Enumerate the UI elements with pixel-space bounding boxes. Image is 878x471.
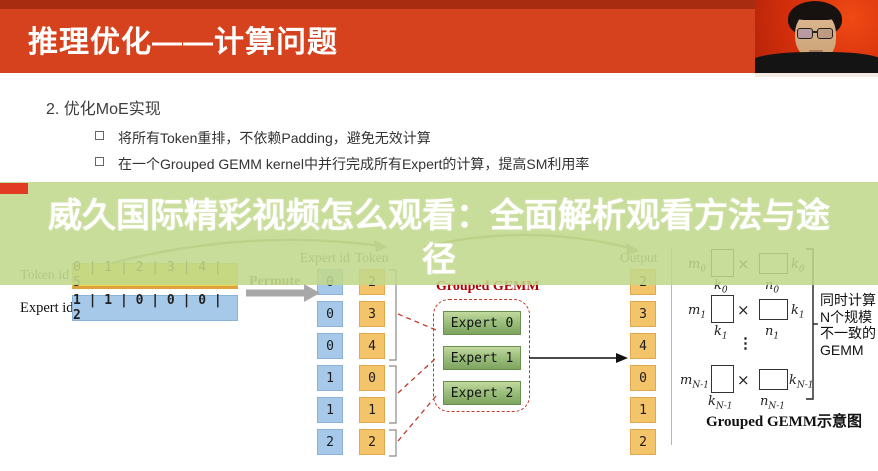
- dashed-connector: [397, 357, 437, 394]
- presenter-fringe: [793, 7, 838, 20]
- bullet-text: 在一个Grouped GEMM kernel中并行完成所有Expert的计算，提…: [118, 156, 590, 172]
- token-col-cell: 3: [359, 301, 385, 327]
- output-cell: 2: [630, 429, 656, 455]
- expert-col-cell: 2: [317, 429, 343, 455]
- gemm-caption: Grouped GEMM示意图: [706, 414, 862, 430]
- expert-id-row-label: Expert id: [20, 300, 74, 316]
- webcam-bottom-strip: [755, 73, 878, 77]
- vertical-ellipsis: ⋮: [738, 335, 753, 352]
- expert-col-cell: 1: [317, 397, 343, 423]
- matrix-b-box: [759, 299, 788, 320]
- output-cell: 4: [630, 333, 656, 359]
- expert-id-row: 1 | 1 | 0 | 0 | 0 | 2: [72, 293, 238, 323]
- token-col-cell: 1: [359, 397, 385, 423]
- slide-title-bar: 推理优化——计算问题: [0, 0, 878, 73]
- dashed-connector: [397, 313, 437, 331]
- vertical-divider: [671, 247, 672, 445]
- token-col-cell: 0: [359, 365, 385, 391]
- matrix-a-box: [711, 295, 734, 323]
- bullet-square-icon: [95, 131, 104, 140]
- matrix-b-box: [759, 369, 788, 390]
- multiply-icon: ×: [737, 371, 750, 389]
- group-bracket-expert2: [389, 429, 397, 457]
- output-arrow-head: [616, 353, 628, 363]
- matrix-n-under-label: n1: [765, 324, 780, 342]
- presenter-shirt: [755, 52, 878, 73]
- matrix-a-box: [711, 365, 734, 393]
- webcam-video: [755, 0, 878, 73]
- matrix-n-under-label: nN-1: [760, 394, 786, 412]
- matrix-k-under-label: k1: [714, 324, 728, 342]
- grouped-gemm-dashed-container: [433, 299, 530, 412]
- overlay-red-fragment: [0, 183, 28, 194]
- gemm-note: 同时计算 N个规模 不一致的 GEMM: [820, 292, 876, 358]
- output-cell: 3: [630, 301, 656, 327]
- bullet-square-icon: [95, 157, 104, 166]
- expert-col-cell: 0: [317, 301, 343, 327]
- matrix-n-under-label: n0: [765, 278, 780, 296]
- output-cell: 0: [630, 365, 656, 391]
- matrix-k-under-label: kN-1: [708, 394, 733, 412]
- overlay-text-line2: 径: [422, 241, 456, 279]
- multiply-icon: ×: [737, 301, 750, 319]
- matrix-k-label: k1: [791, 303, 805, 321]
- expert-col-cell: 0: [317, 333, 343, 359]
- matrix-k-under-label: k0: [714, 278, 728, 296]
- expert-0-box: Expert 0: [443, 311, 521, 335]
- token-col-cell: 4: [359, 333, 385, 359]
- section-title: 2. 优化MoE实现: [46, 101, 161, 118]
- title-bar-top-stripe: [0, 0, 878, 9]
- bullet-text: 将所有Token重排，不依赖Padding，避免无效计算: [118, 130, 431, 146]
- presenter-mouth: [809, 50, 823, 53]
- slide-title: 推理优化——计算问题: [28, 26, 338, 59]
- expert-2-box: Expert 2: [443, 381, 521, 405]
- matrix-m-label: m1: [688, 303, 707, 321]
- matrix-m-label: mN-1: [680, 373, 709, 391]
- bullet-item: 将所有Token重排，不依赖Padding，避免无效计算: [95, 128, 431, 148]
- overlay-text-line1: 威久国际精彩视频怎么观看：全面解析观看方法与途: [48, 197, 830, 235]
- matrix-k-label: kN-1: [789, 373, 814, 391]
- overlay-banner: 威久国际精彩视频怎么观看：全面解析观看方法与途 径: [0, 182, 878, 285]
- expert-col-cell: 1: [317, 365, 343, 391]
- output-cell: 1: [630, 397, 656, 423]
- presenter-glasses: [797, 28, 835, 39]
- dashed-connector: [397, 395, 437, 442]
- expert-1-box: Expert 1: [443, 346, 521, 370]
- token-col-cell: 2: [359, 429, 385, 455]
- group-bracket-expert1: [389, 365, 397, 424]
- bullet-item: 在一个Grouped GEMM kernel中并行完成所有Expert的计算，提…: [95, 154, 589, 174]
